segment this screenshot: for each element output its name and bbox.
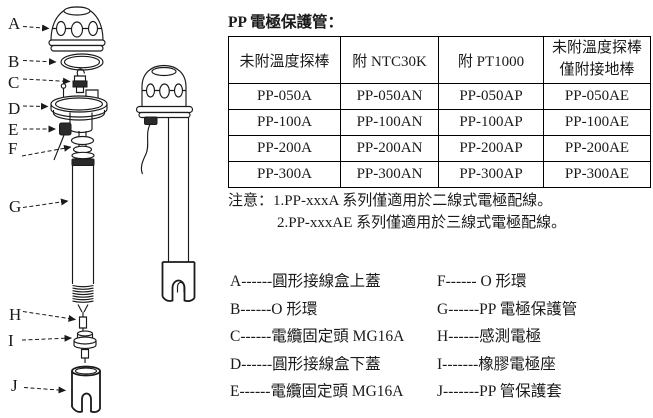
- part-e-cable-gland: [54, 123, 71, 160]
- legend-item-a: A------圓形接線盒上蓋: [230, 273, 381, 290]
- part-b-o-ring: [61, 54, 103, 70]
- table-cell: PP-050A: [228, 83, 341, 110]
- legend-item-d: D------圓形接線盒下蓋: [230, 355, 381, 373]
- diagram-label-f: F: [8, 139, 18, 158]
- table-header-cell: 未附溫度探棒: [228, 36, 341, 84]
- legend-item-e: E------電纜固定頭 MG16A: [230, 383, 404, 400]
- table-cell: PP-200AN: [340, 135, 439, 162]
- part-g-protection-tube: [72, 152, 94, 317]
- legend-item-b: B------O 形環: [230, 300, 318, 318]
- legend-item-i: I-------橡膠電極座: [437, 355, 556, 373]
- assembled-cable-gland: [145, 117, 158, 125]
- table-header-line2: 僅附接地棒: [559, 62, 635, 78]
- part-j-protective-sleeve: [72, 367, 100, 413]
- table-row: PP-200A PP-200AN PP-200AP PP-200AE: [228, 135, 651, 162]
- diagram-label-d: D: [8, 99, 21, 118]
- table-row: PP-050A PP-050AN PP-050AP PP-050AE: [228, 83, 651, 110]
- note-item-2: 2.PP-xxxAE 系列僅適用於三線式電極配線。: [277, 215, 567, 231]
- legend-item-j: J-------PP 管保護套: [437, 383, 562, 400]
- diagram-label-i: I: [8, 331, 14, 350]
- page-title: PP 電極保護管：: [228, 14, 343, 31]
- table-cell: PP-050AN: [340, 83, 439, 110]
- table-header-cell: 附 NTC30K: [340, 36, 439, 84]
- diagram-label-a: A: [8, 14, 21, 33]
- assembled-view: [137, 66, 195, 302]
- diagram-label-e: E: [8, 120, 19, 139]
- model-table: 未附溫度探棒 附 NTC30K 附 PT1000 未附溫度探棒 僅附接地棒 PP…: [228, 36, 651, 188]
- diagram-label-g: G: [9, 197, 22, 216]
- part-a-top-cap: [49, 7, 105, 51]
- table-cell: PP-100AE: [543, 109, 651, 136]
- table-cell: PP-050AE: [543, 83, 651, 110]
- legend-column-right: F------ O 形環 G------PP 電極保護管 H------感測電極…: [437, 268, 577, 406]
- legend-item-c: C------電纜固定頭 MG16A: [230, 328, 405, 345]
- table-header-cell: 附 PT1000: [438, 36, 544, 84]
- diagram-label-c: C: [8, 73, 20, 92]
- part-f-o-ring: [72, 137, 94, 153]
- part-d-bottom-cover: [51, 84, 107, 133]
- legend-item-h: H------感測電極: [437, 328, 542, 345]
- part-c-cable-gland: [73, 69, 87, 93]
- table-header-row: 未附溫度探棒 附 NTC30K 附 PT1000 未附溫度探棒 僅附接地棒: [228, 36, 651, 84]
- table-cell: PP-100AN: [340, 109, 439, 136]
- table-header-cell: 未附溫度探棒 僅附接地棒: [543, 36, 651, 84]
- table-cell: PP-200A: [228, 135, 341, 162]
- assembled-cable: [141, 125, 150, 175]
- part-h-sensing-electrode: [80, 317, 87, 333]
- diagram-label-j: J: [11, 376, 18, 395]
- table-header-line1: 未附溫度探棒: [551, 40, 642, 57]
- table-cell: PP-100A: [228, 109, 341, 136]
- table-cell: PP-200AP: [438, 135, 544, 162]
- legend-item-g: G------PP 電極保護管: [437, 300, 578, 318]
- leader-arrows: [22, 24, 76, 394]
- table-row: PP-100A PP-100AN PP-100AP PP-100AE: [228, 109, 651, 136]
- diagram-label-b: B: [8, 52, 20, 71]
- table-cell: PP-300A: [228, 161, 341, 188]
- part-i-rubber-seat: [74, 331, 96, 363]
- table-cell: PP-200AE: [543, 135, 651, 162]
- electrode-tube-diagram: [0, 0, 230, 418]
- note-line-1: 注意：1.PP-xxxA 系列僅適用於二線式電極配線。: [228, 189, 552, 210]
- exploded-view: [22, 7, 107, 412]
- table-cell: PP-300AN: [340, 161, 439, 188]
- table-cell: PP-100AP: [438, 109, 544, 136]
- table-cell: PP-050AP: [438, 83, 544, 110]
- note-item-1: 1.PP-xxxA 系列僅適用於二線式電極配線。: [273, 193, 553, 209]
- table-cell: PP-300AP: [438, 161, 544, 188]
- note-label: 注意：: [228, 193, 274, 209]
- table-row: PP-300A PP-300AN PP-300AP PP-300AE: [228, 161, 651, 188]
- diagram-label-h: H: [9, 305, 22, 324]
- legend-item-f: F------ O 形環: [437, 273, 527, 290]
- legend-column-left: A------圓形接線盒上蓋 B------O 形環 C------電纜固定頭 …: [230, 268, 404, 406]
- table-cell: PP-300AE: [543, 161, 651, 188]
